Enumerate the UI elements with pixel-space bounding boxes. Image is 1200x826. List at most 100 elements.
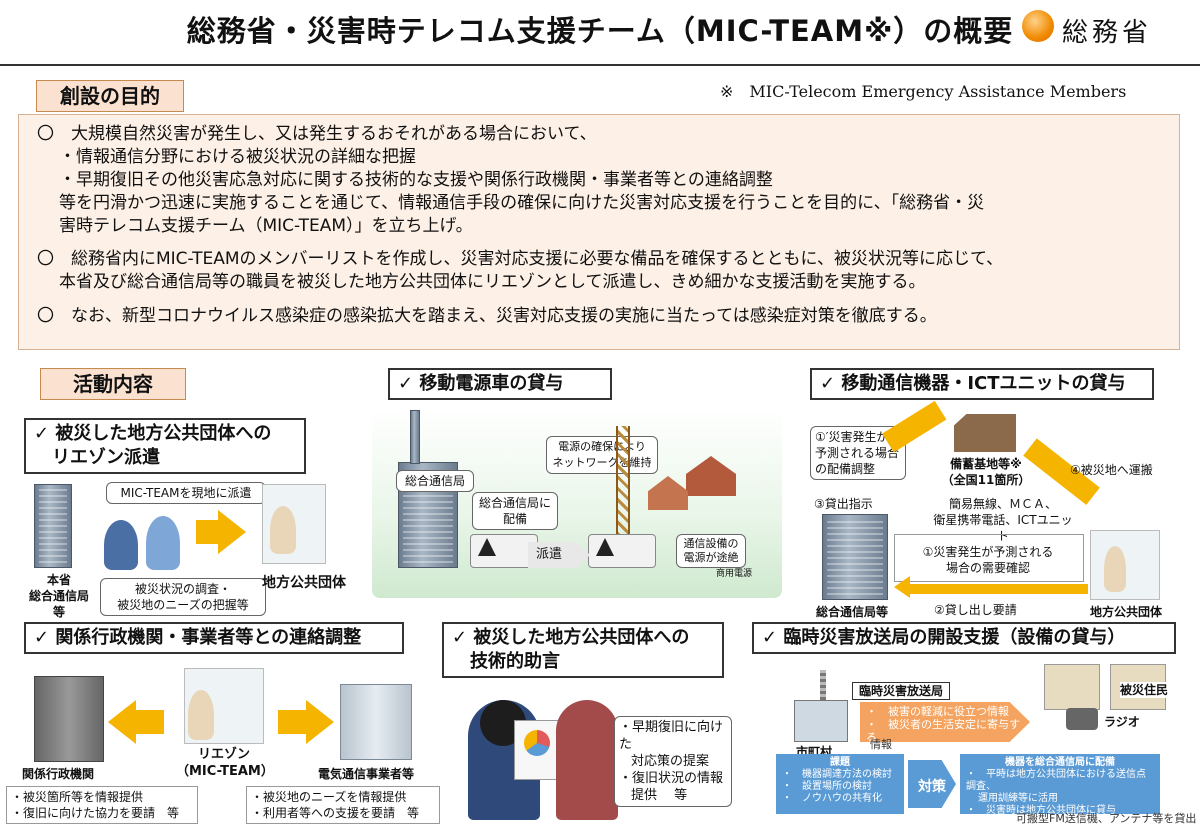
chimney-icon [410, 410, 420, 464]
commercial-power-label: 商用電源 [716, 569, 753, 579]
liaison-person-icon [188, 690, 214, 740]
survey-line: 被災地のニーズの把握等 [117, 598, 249, 612]
liaison-title-line: ✓ 被災した地方公共団体への [34, 423, 272, 444]
purpose-text: 〇 総務省内にMIC-TEAMのメンバーリストを作成し、災害対応支援に必要な備品… [37, 249, 1004, 269]
liaison-title-line: リエゾン派遣 [52, 447, 160, 468]
power-cut-line: 電源が途絶 [683, 551, 739, 564]
local-gov-label: 地方公共団体 [262, 575, 346, 591]
agency-label: 関係行政機関 [22, 767, 95, 781]
deploy-line: 配備 [502, 512, 527, 526]
coordination-heading: ✓ 関係行政機関・事業者等との連絡調整 [24, 622, 404, 654]
issue-box: 課題 ・ 機器調達方法の検討 ・ 設置場所の検討 ・ ノウハウの共有化 [776, 754, 904, 814]
survey-line: 被災状況の調査・ [134, 582, 231, 596]
advice-bullets: ・早期復旧に向けた 対応策の提案 ・復旧状況の情報 提供 等 [614, 716, 732, 807]
step3-label: ③貸出指示 [814, 497, 873, 511]
deploy-line: 総合通信局に [478, 496, 551, 510]
step1p-line: の配備調整 [815, 462, 876, 476]
purpose-text: 〇 大規模自然災害が発生し、又は発生するおそれがある場合において、 [37, 124, 597, 144]
measure-arrow: 対策 [908, 760, 956, 808]
local-staff-person-icon [556, 700, 618, 820]
power-truck-icon [588, 534, 656, 568]
power-truck-icon [470, 534, 538, 568]
staff-person-icon [104, 520, 138, 570]
equipment-line: 簡易無線、ＭＣＡ、 [948, 497, 1057, 511]
issue-line: ・ 設置場所の検討 [782, 781, 872, 792]
broadcast-heading: ✓ 臨時災害放送局の開設支援（設備の貸与） [752, 622, 1176, 654]
bureau-label: 総合通信局 [396, 470, 474, 492]
purpose-text: 害時テレコム支援チーム（MIC-TEAM）」を立ち上げ。 [59, 216, 473, 236]
hq-label-line: 総合通信局等 [28, 589, 89, 619]
broadcast-info-line: ・ 被害の軽減に役立つ情報 [866, 705, 1009, 718]
power-cut-line: 通信設備の [683, 537, 739, 550]
purpose-text: ・情報通信分野における被災状況の詳細な把握 [59, 147, 416, 167]
residents-label: 被災住民 [1120, 682, 1169, 698]
stockpile-base-icon [954, 414, 1016, 452]
issue-line: ・ ノウハウの共有化 [782, 793, 882, 804]
advice-title-line: ✓ 被災した地方公共団体への [452, 627, 690, 648]
network-line: 電源の確保により [558, 440, 646, 453]
hq-label-line: 本省 [46, 573, 71, 587]
step2-label: ②貸し出し要請 [934, 603, 1017, 617]
step1-line: 場合の需要確認 [945, 561, 1030, 575]
agency-info-line: ・被災箇所等を情報提供 [11, 790, 144, 804]
purpose-text: ・早期復旧その他災害応急対応に関する技術的な支援や関係行政機関・事業者等との連絡… [59, 170, 773, 190]
dispatch-arrow: 派遣 [528, 542, 590, 568]
hq-building-icon [34, 484, 72, 568]
ict-heading: ✓ 移動通信機器・ICTユニットの貸与 [810, 368, 1154, 400]
issue-title: 課題 [830, 757, 850, 768]
step1p-line: ①′災害発生が [815, 430, 889, 444]
deploy-title: 機器を総合通信局に配備 [1005, 757, 1115, 768]
advice-line: ・復旧状況の情報 [619, 771, 724, 786]
worker-person-icon [1104, 546, 1126, 592]
liaison-heading: ✓ 被災した地方公共団体への リエゾン派遣 [24, 418, 306, 474]
logo-text: 総務省 [1062, 18, 1153, 48]
base-line: （全国11箇所） [941, 473, 1031, 487]
ict-local-gov-label: 地方公共団体 [1090, 605, 1163, 619]
equipment-line: 衛星携帯電話、ICTユニット [933, 513, 1073, 543]
antenna-icon [820, 670, 826, 718]
hq-label: 本省 総合通信局等 [24, 572, 94, 620]
right-arrow-icon [278, 700, 334, 744]
operator-building-icon [340, 684, 412, 760]
ict-bureau-label: 総合通信局等 [816, 605, 889, 619]
liaison-label: リエゾン （MIC-TEAM） [176, 746, 274, 780]
power-cut-callout: 通信設備の 電源が途絶 [676, 534, 746, 568]
broadcast-info-line: ・ 被災者の生活安定に寄与する [866, 718, 1020, 744]
step1-label: ①災害発生が予測される 場合の需要確認 [918, 544, 1058, 576]
broadcast-info-arrow: ・ 被害の軽減に役立つ情報 ・ 被災者の生活安定に寄与する [860, 702, 1030, 742]
agency-info-box: ・被災箇所等を情報提供 ・復旧に向けた協力を要請 等 [6, 786, 198, 824]
town-office-icon [794, 700, 848, 742]
liaison-line: （MIC-TEAM） [176, 764, 274, 779]
radio-icon [1066, 708, 1098, 730]
purpose-box: 〇 大規模自然災害が発生し、又は発生するおそれがある場合において、 ・情報通信分… [18, 114, 1180, 350]
broadcast-info-line: 情報 [870, 738, 892, 751]
ict-flow-frame [894, 534, 1084, 582]
staff-person-icon [146, 516, 180, 570]
dispatch-callout: MIC-TEAMを現地に派遣 [106, 482, 266, 504]
deploy-line: ・ 災害時は地方公共団体に貸与 [966, 805, 1116, 816]
liaison-line: リエゾン [197, 747, 250, 762]
shelter-house-icon [1044, 664, 1100, 710]
left-arrow-icon [108, 700, 164, 744]
acronym-note: ※ MIC-Telecom Emergency Assistance Membe… [720, 82, 1127, 101]
station-label: 臨時災害放送局 [852, 682, 951, 700]
operator-info-line: ・利用者等への支援を要請 等 [251, 806, 420, 820]
purpose-text: 本省及び総合通信局等の職員を被災した地方公共団体にリエゾンとして派遣し、きめ細か… [59, 272, 926, 292]
agency-building-icon [34, 676, 104, 762]
mic-logo-icon [1022, 10, 1054, 42]
purpose-tag: 創設の目的 [36, 80, 184, 112]
deploy-line: 運用訓練等に活用 [978, 793, 1058, 804]
equipment-label: 簡易無線、ＭＣＡ、 衛星携帯電話、ICTユニット [928, 496, 1078, 544]
title-divider [0, 64, 1200, 66]
dispatch-arrow-icon [196, 510, 246, 554]
step1p-line: 予測される場合 [815, 446, 900, 460]
purpose-text: 等を円滑かつ迅速に実施することを通じて、情報通信手段の確保に向けた災害対応支援を… [59, 193, 985, 213]
deploy-callout: 総合通信局に 配備 [472, 492, 558, 530]
activities-tag: 活動内容 [40, 368, 186, 400]
advice-title-line: 技術的助言 [470, 651, 560, 672]
issue-line: ・ 機器調達方法の検討 [782, 769, 892, 780]
operator-info-line: ・被災地のニーズを情報提供 [251, 790, 407, 804]
deploy-line: ・ 平時は地方公共団体における送信点調査、 [966, 769, 1146, 792]
worker-person-icon [270, 506, 296, 554]
step2-arrow-icon [894, 576, 1094, 598]
